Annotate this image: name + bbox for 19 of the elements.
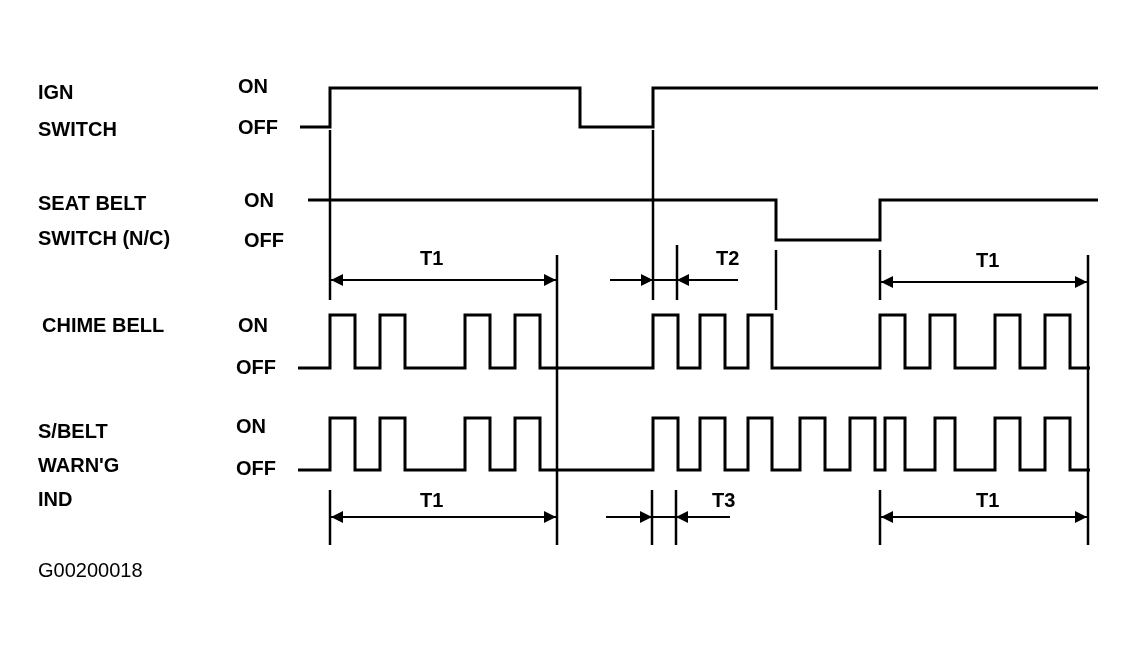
signal-name: IGN SWITCH (38, 80, 118, 142)
state-label: OFF (236, 355, 276, 379)
time-label: T1 (420, 488, 444, 512)
state-label: OFF (244, 228, 284, 252)
state-label: ON (236, 414, 266, 438)
state-label: ON (238, 313, 268, 337)
time-label: T1 (420, 246, 444, 270)
time-label: T1 (976, 488, 1000, 512)
state-label: ON (244, 188, 274, 212)
state-label: ON (238, 74, 268, 98)
signal-name: S/BELT WARN'G IND (38, 419, 121, 512)
state-label: OFF (238, 115, 278, 139)
signal-name: SEAT BELT SWITCH (N/C) (38, 191, 172, 251)
state-label: OFF (236, 456, 276, 480)
time-label: T1 (976, 248, 1000, 272)
time-label: T2 (716, 246, 740, 270)
signal-name: CHIME BELL (42, 313, 165, 337)
figure-code: G00200018 (38, 558, 143, 582)
time-label: T3 (712, 488, 736, 512)
